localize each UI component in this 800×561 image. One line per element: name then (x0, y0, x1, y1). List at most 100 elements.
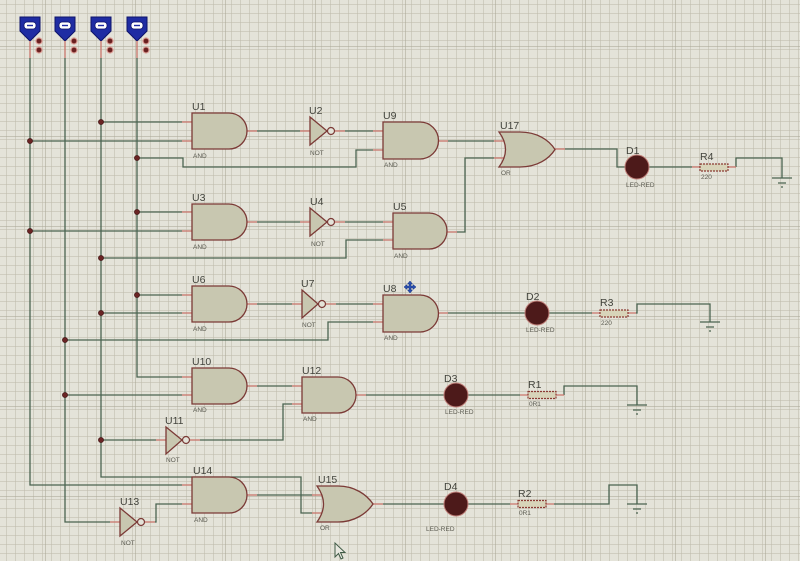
junction-dot (27, 228, 33, 234)
led-icon[interactable] (524, 300, 550, 326)
junction-dot (62, 337, 68, 343)
inverter-bubble (326, 217, 336, 227)
inverter-bubble (317, 299, 327, 309)
gate-u4[interactable]: U4 NOT (300, 196, 345, 248)
resistor-ref-label: R3 (600, 297, 614, 309)
pin-dot (70, 46, 78, 54)
wire[interactable] (735, 157, 783, 178)
led-d4[interactable]: D4 LED-RED (426, 481, 469, 533)
bus-wire-a[interactable] (29, 58, 182, 486)
bus-wire-c[interactable] (100, 58, 312, 514)
ground-icon[interactable] (772, 177, 792, 188)
resistor-icon[interactable] (699, 163, 729, 172)
wire[interactable] (65, 321, 373, 341)
logic-input-3[interactable] (90, 16, 114, 58)
bus-wire-b[interactable] (64, 58, 110, 523)
junction-dot (98, 119, 104, 125)
led-ref-label: D1 (626, 145, 640, 157)
resistor-r4[interactable]: R4 220 (692, 151, 736, 181)
junction-dot (134, 292, 140, 298)
wire[interactable] (200, 403, 292, 441)
and-gate-icon[interactable] (191, 367, 248, 405)
wire[interactable] (155, 503, 182, 523)
and-gate-icon[interactable] (382, 294, 440, 333)
gate-type-label: AND (384, 335, 398, 342)
gate-type-label: AND (193, 326, 207, 333)
resistor-ref-label: R2 (518, 488, 532, 500)
led-icon[interactable] (443, 491, 469, 517)
gate-u2[interactable]: U2 NOT (300, 105, 345, 157)
gate-u17[interactable]: U17 OR (494, 120, 565, 177)
wire[interactable] (137, 149, 373, 168)
led-d3[interactable]: D3 LED-RED (443, 373, 474, 416)
and-gate-icon[interactable] (191, 112, 248, 150)
resistor-r2[interactable]: R2 0R1 (510, 488, 554, 517)
ground-icon[interactable] (700, 321, 720, 332)
resistor-r1[interactable]: R1 0R1 (520, 379, 564, 408)
gate-u1[interactable]: U1 AND (182, 101, 257, 160)
gate-u6[interactable]: U6 AND (182, 274, 257, 333)
bus-wire-d[interactable] (136, 58, 182, 378)
gate-u13[interactable]: U13 NOT (110, 496, 155, 547)
resistor-icon[interactable] (517, 499, 547, 509)
and-gate-icon[interactable] (382, 121, 440, 160)
gate-ref-label: U13 (120, 496, 139, 508)
resistor-icon[interactable] (599, 309, 629, 318)
wire[interactable] (636, 303, 711, 322)
gate-u9[interactable]: U9 AND (373, 110, 448, 169)
not-gate-icon[interactable] (301, 288, 319, 320)
and-gate-icon[interactable] (191, 285, 248, 323)
not-gate-icon[interactable] (165, 425, 184, 456)
led-d2[interactable]: D2 LED-RED (524, 291, 555, 334)
wire[interactable] (457, 157, 494, 233)
logic-input-1[interactable] (19, 16, 43, 58)
not-gate-icon[interactable] (119, 506, 139, 538)
gate-type-label: NOT (311, 241, 325, 248)
and-gate-icon[interactable] (392, 212, 448, 250)
gate-u15[interactable]: U15 OR (312, 474, 383, 532)
resistor-r3[interactable]: R3 220 (592, 297, 636, 327)
gate-u7[interactable]: U7 NOT (292, 278, 336, 329)
gate-u14[interactable]: U14 AND (182, 465, 257, 524)
gate-ref-label: U9 (383, 110, 397, 122)
led-d1[interactable]: D1 LED-RED (624, 145, 655, 189)
or-gate-icon[interactable] (497, 131, 556, 168)
wire[interactable] (554, 484, 638, 505)
junction-dot (98, 310, 104, 316)
gate-type-label: AND (193, 244, 207, 251)
gate-u5[interactable]: U5 AND (383, 201, 457, 260)
resistor-value-label: 220 (601, 320, 612, 327)
pin-dot (142, 46, 150, 54)
or-gate-icon[interactable] (315, 485, 374, 523)
resistor-icon[interactable] (527, 390, 557, 400)
wire[interactable] (563, 385, 638, 405)
pin-dot (106, 37, 114, 45)
gate-u8[interactable]: U8 AND (373, 283, 448, 342)
logic-input-2[interactable] (54, 16, 78, 58)
not-gate-icon[interactable] (309, 115, 329, 147)
wire[interactable] (101, 239, 383, 259)
led-icon[interactable] (443, 382, 469, 408)
and-gate-icon[interactable] (191, 476, 248, 514)
gate-type-label: OR (501, 170, 511, 177)
wire[interactable] (565, 148, 625, 168)
gate-type-label: AND (384, 162, 398, 169)
and-gate-icon[interactable] (191, 203, 248, 241)
gate-u11[interactable]: U11 NOT (156, 415, 200, 464)
led-icon[interactable] (624, 154, 650, 180)
gate-ref-label: U17 (500, 120, 519, 132)
ground-icon[interactable] (627, 404, 647, 415)
not-gate-icon[interactable] (309, 206, 329, 238)
gate-u10[interactable]: U10 AND (182, 356, 257, 414)
ground-icon[interactable] (627, 503, 647, 514)
logic-input-4[interactable] (126, 16, 150, 58)
gate-u12[interactable]: U12 AND (292, 365, 366, 423)
gate-u3[interactable]: U3 AND (182, 192, 257, 251)
move-icon[interactable] (403, 280, 417, 294)
pin-dot (70, 37, 78, 45)
gate-type-label: NOT (302, 322, 316, 329)
and-gate-icon[interactable] (301, 376, 357, 414)
gate-type-label: NOT (310, 150, 324, 157)
